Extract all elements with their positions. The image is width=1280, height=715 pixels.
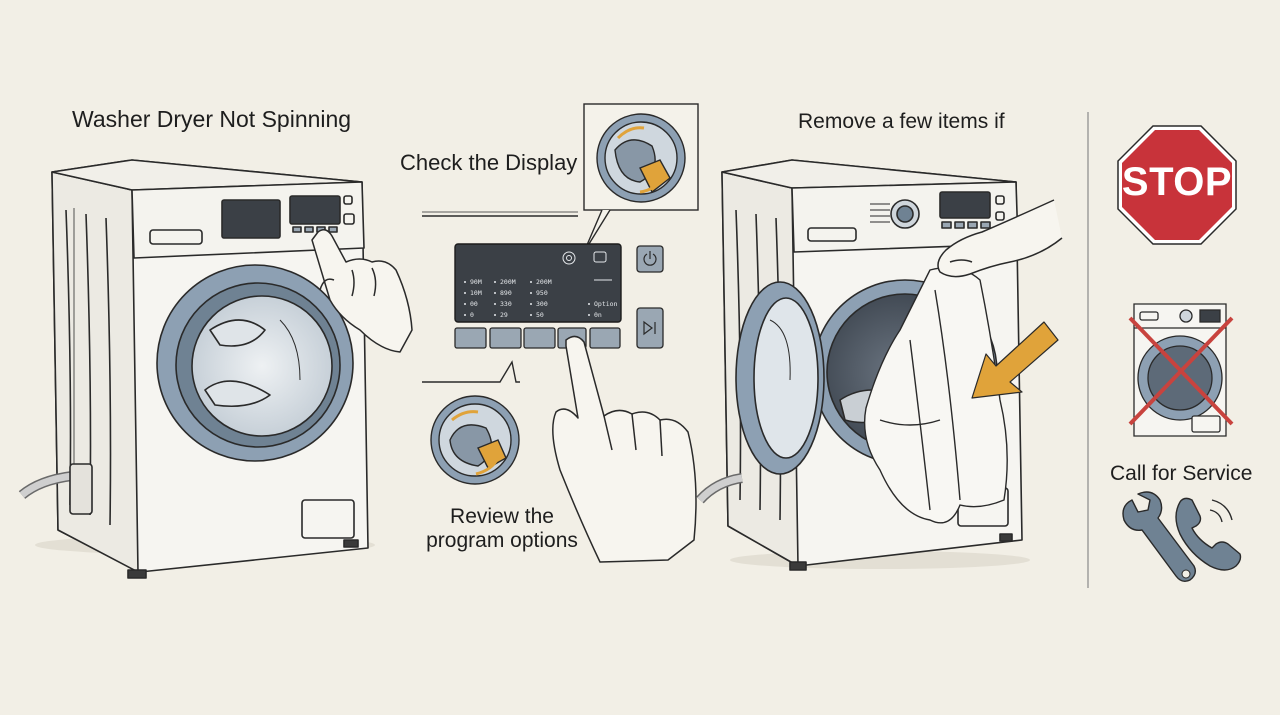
readout-value: 330: [500, 300, 512, 308]
readout-bullet: [530, 281, 532, 283]
readout-bullet: [530, 303, 532, 305]
panel-buttons: [454, 245, 664, 349]
readout-bullet: [494, 281, 496, 283]
step-check-display-label: Check the Display: [400, 150, 578, 175]
readout-bullet: [464, 292, 466, 294]
readout-value: 00: [470, 300, 478, 308]
hand-pressing-button: [311, 229, 413, 353]
start-pause-button[interactable]: [636, 307, 664, 349]
readout-bullet: [464, 314, 466, 316]
readout-bullet: [530, 292, 532, 294]
readout-value: 200M: [536, 278, 552, 286]
readout-bullet: [464, 281, 466, 283]
step-call-service-label: Call for Service: [1110, 462, 1253, 485]
program-button-5[interactable]: [589, 327, 621, 349]
program-button-1[interactable]: [454, 327, 487, 349]
readout-value: 890: [500, 289, 512, 297]
play-pause-icon: [643, 320, 656, 336]
readout-value: 90M: [470, 278, 482, 286]
page-title: Washer Dryer Not Spinning: [72, 106, 352, 132]
review-line-2: program options: [426, 529, 578, 552]
program-button-2[interactable]: [489, 327, 522, 349]
stop-sign-text: STOP: [1121, 160, 1233, 204]
program-button-3[interactable]: [523, 327, 556, 349]
readout-value: 300: [536, 300, 548, 308]
phone-icon: [1175, 497, 1242, 571]
readout-value: 0n: [594, 311, 602, 319]
wrench-icon: [1122, 491, 1197, 583]
readout-bullet: [588, 303, 590, 305]
readout-bullet: [494, 303, 496, 305]
readout-value: Option: [594, 300, 618, 308]
display-readout: 90M 200M 200M 10M 890 950 00 330 300 Option 0 29 50 0…: [464, 278, 618, 319]
readout-value: 200M: [500, 278, 516, 286]
readout-value: 10M: [470, 289, 482, 297]
readout-bullet: [464, 303, 466, 305]
readout-bullet: [530, 314, 532, 316]
step-remove-items-label: Remove a few items if: [798, 110, 1005, 133]
review-line-1: Review the: [450, 505, 554, 528]
hand-selecting-program: [552, 335, 697, 563]
step-review-options-label: Review the program options: [412, 505, 592, 553]
orange-arrow-icon: [971, 321, 1059, 399]
readout-value: 29: [500, 311, 508, 319]
display-callout: [422, 103, 699, 383]
readout-value: 0: [470, 311, 474, 319]
readout-value: 50: [536, 311, 544, 319]
laundry-being-removed: [863, 266, 1008, 524]
drum-callout-lower: [430, 395, 520, 485]
crossed-out-washer-icon: [1128, 303, 1234, 437]
stop-sign-icon: [1117, 125, 1237, 245]
readout-bullet: [494, 314, 496, 316]
hand-pulling-laundry: [937, 199, 1063, 278]
washer-left: [18, 159, 375, 579]
readout-value: 950: [536, 289, 548, 297]
readout-bullet: [588, 314, 590, 316]
control-panel-display: 90M 200M 200M 10M 890 950 00 330 300 Option 0 29 50 0…: [454, 243, 622, 323]
readout-bullet: [494, 292, 496, 294]
power-icon: [643, 251, 657, 266]
